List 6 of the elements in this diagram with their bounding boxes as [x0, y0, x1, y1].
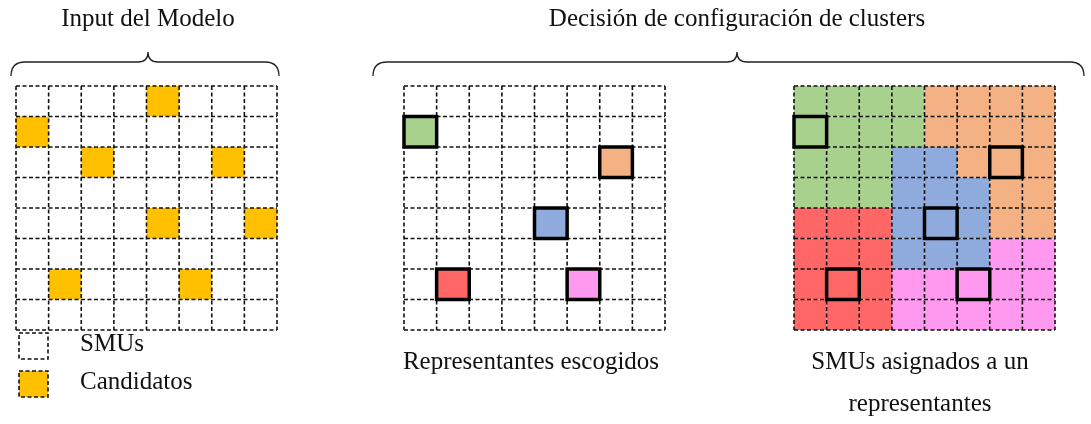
heading: Input del Modelo: [61, 4, 235, 32]
legend-label: Candidatos: [80, 367, 193, 395]
heading: Decisión de configuración de clusters: [548, 4, 926, 32]
caption: SMUs asignados a un representantes: [810, 346, 1030, 418]
caption: Representantes escogidos: [402, 346, 660, 376]
legend-label: SMUs: [80, 329, 144, 357]
